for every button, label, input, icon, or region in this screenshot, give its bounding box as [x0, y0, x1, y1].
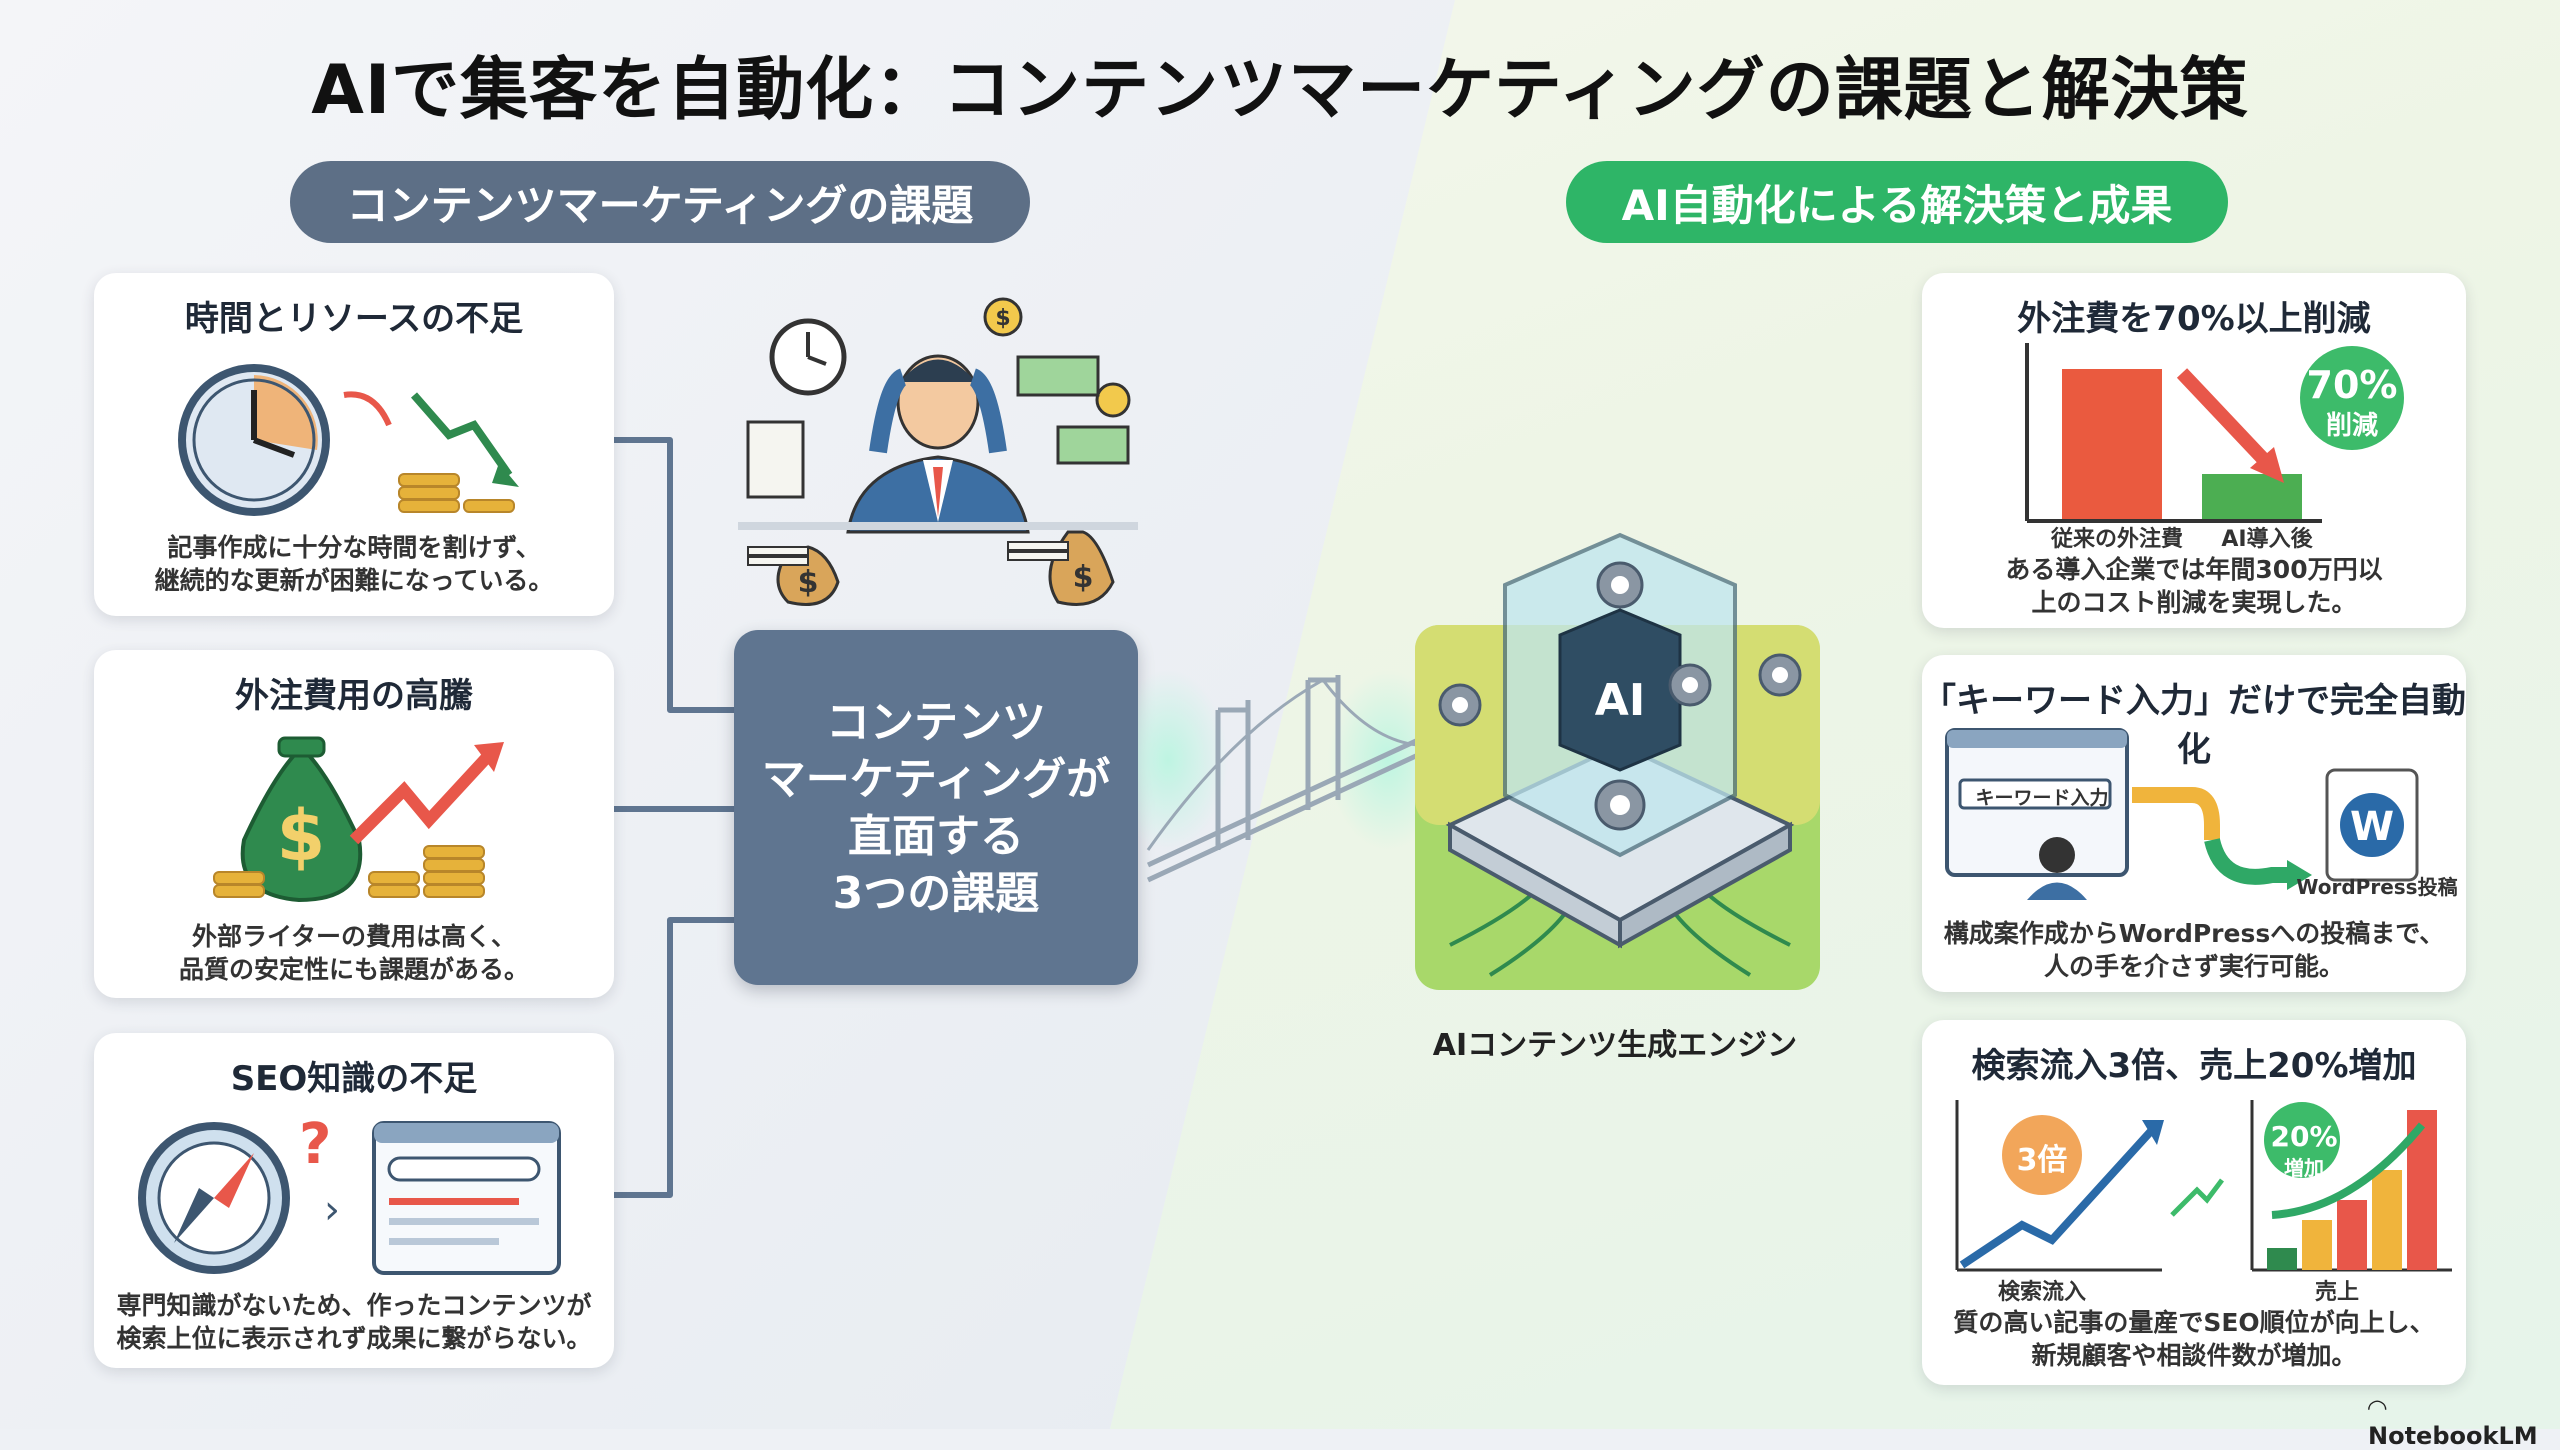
problem-desc-1: 記事作成に十分な時間を割けず、: [167, 533, 541, 562]
problems-header: コンテンツマーケティングの課題: [290, 161, 1030, 243]
solutions-header: AI自動化による解決策と成果: [1566, 161, 2228, 243]
solution-title: 「キーワード入力」だけで完全自動化: [1922, 681, 2466, 770]
svg-text:$: $: [1073, 560, 1094, 595]
money-bag-icon: $: [213, 736, 504, 903]
bar-before-label: 従来の外注費: [2050, 527, 2183, 552]
growth-charts: [1955, 1100, 2452, 1272]
center-problems-box: コンテンツ マーケティングが 直面する 3つの課題: [734, 630, 1138, 985]
problem-card-cost: 外注費用の高騰 $ 外部ライターの費用は高く、 品質の安定性にも課題がある。: [94, 650, 614, 998]
solution-desc-1: ある導入企業では年間300万円以: [2005, 555, 2383, 584]
engine-label: AIコンテンツ生成エンジン: [1432, 1028, 1798, 1063]
svg-text:?: ?: [299, 1112, 331, 1177]
badge-sales-word: 増加: [2284, 1156, 2324, 1180]
problem-desc-1: 外部ライターの費用は高く、: [191, 922, 516, 951]
solution-title: 外注費を70%以上削減: [2017, 299, 2371, 339]
badge-word: 削減: [2325, 411, 2378, 441]
page-title: AIで集客を自動化：コンテンツマーケティングの課題と解決策: [311, 51, 2249, 130]
badge-sales-pct: 20%: [2270, 1120, 2338, 1153]
ai-chip-text: AI: [1595, 675, 1645, 726]
connector-lines: [614, 437, 740, 1198]
problem-desc-2: 品質の安定性にも課題がある。: [178, 955, 529, 984]
solution-card-cost: 外注費を70%以上削減 70% 削減 従来の外注費 AI導入後 ある導入企業では…: [1922, 273, 2466, 628]
brand-icon: ◠: [2368, 1394, 2387, 1422]
clock-icon: [178, 364, 519, 516]
svg-text:W: W: [2350, 804, 2394, 850]
compass-icon: ? ›: [138, 1112, 561, 1275]
problem-desc-1: 専門知識がないため、作ったコンテンツが: [116, 1291, 592, 1320]
keyword-input-label: キーワード入力: [1975, 787, 2109, 809]
svg-text:$: $: [277, 795, 326, 877]
bar-after: [2202, 474, 2302, 519]
brand-label: NotebookLM: [2368, 1422, 2538, 1450]
brand-logo: ◠ NotebookLM: [2368, 1394, 2560, 1450]
automation-flow-illustration: W: [1945, 728, 2419, 900]
solution-title: 検索流入3倍、売上20%増加: [1971, 1046, 2417, 1086]
svg-text:$: $: [995, 306, 1010, 331]
solution-desc-2: 人の手を介さず実行可能。: [2043, 952, 2344, 981]
bar-before: [2062, 369, 2162, 519]
bar-after-label: AI導入後: [2221, 527, 2313, 552]
solution-desc-2: 新規顧客や相談件数が増加。: [2031, 1341, 2357, 1370]
svg-text:›: ›: [324, 1187, 340, 1233]
center-label: コンテンツ マーケティングが 直面する 3つの課題: [761, 696, 1111, 919]
stressed-person-illustration: $ $ $: [738, 297, 1138, 606]
solution-card-automation: 「キーワード入力」だけで完全自動化 W キーワード入力 WordPress投稿 …: [1922, 655, 2466, 992]
solution-desc-1: 構成案作成からWordPressへの投稿まで、: [1943, 919, 2445, 948]
problem-desc-2: 検索上位に表示されず成果に繋がらない。: [116, 1324, 592, 1353]
problem-title: SEO知識の不足: [230, 1059, 478, 1099]
traffic-label: 検索流入: [1997, 1280, 2086, 1305]
solution-desc-2: 上のコスト削減を実現した。: [2031, 588, 2357, 617]
solution-desc-1: 質の高い記事の量産でSEO順位が向上し、: [1953, 1308, 2435, 1337]
bridge-illustration: [1138, 670, 1428, 883]
problem-title: 外注費用の高騰: [235, 676, 473, 716]
badge-pct: 70%: [2306, 363, 2398, 407]
solution-card-growth: 検索流入3倍、売上20%増加 3倍 20% 増加 検索流入 売上 質の高い記事の…: [1922, 1020, 2466, 1385]
svg-text:$: $: [798, 565, 819, 600]
ai-engine-illustration: AI: [1415, 532, 1820, 990]
badge-traffic: 3倍: [2016, 1143, 2068, 1178]
sales-label: 売上: [2314, 1280, 2359, 1305]
problem-card-seo: SEO知識の不足 ? › 専門知識がないため、作ったコンテンツが 検索上位に表示…: [94, 1033, 614, 1368]
problem-card-time: 時間とリソースの不足 記事作成に十分な時間を割けず、 継続的な更新が困難になって…: [94, 273, 614, 616]
problem-desc-2: 継続的な更新が困難になっている。: [154, 566, 554, 595]
problem-title: 時間とリソースの不足: [184, 299, 524, 339]
cost-bar-chart: [2025, 343, 2404, 523]
wp-post-label: WordPress投稿: [2296, 875, 2458, 899]
